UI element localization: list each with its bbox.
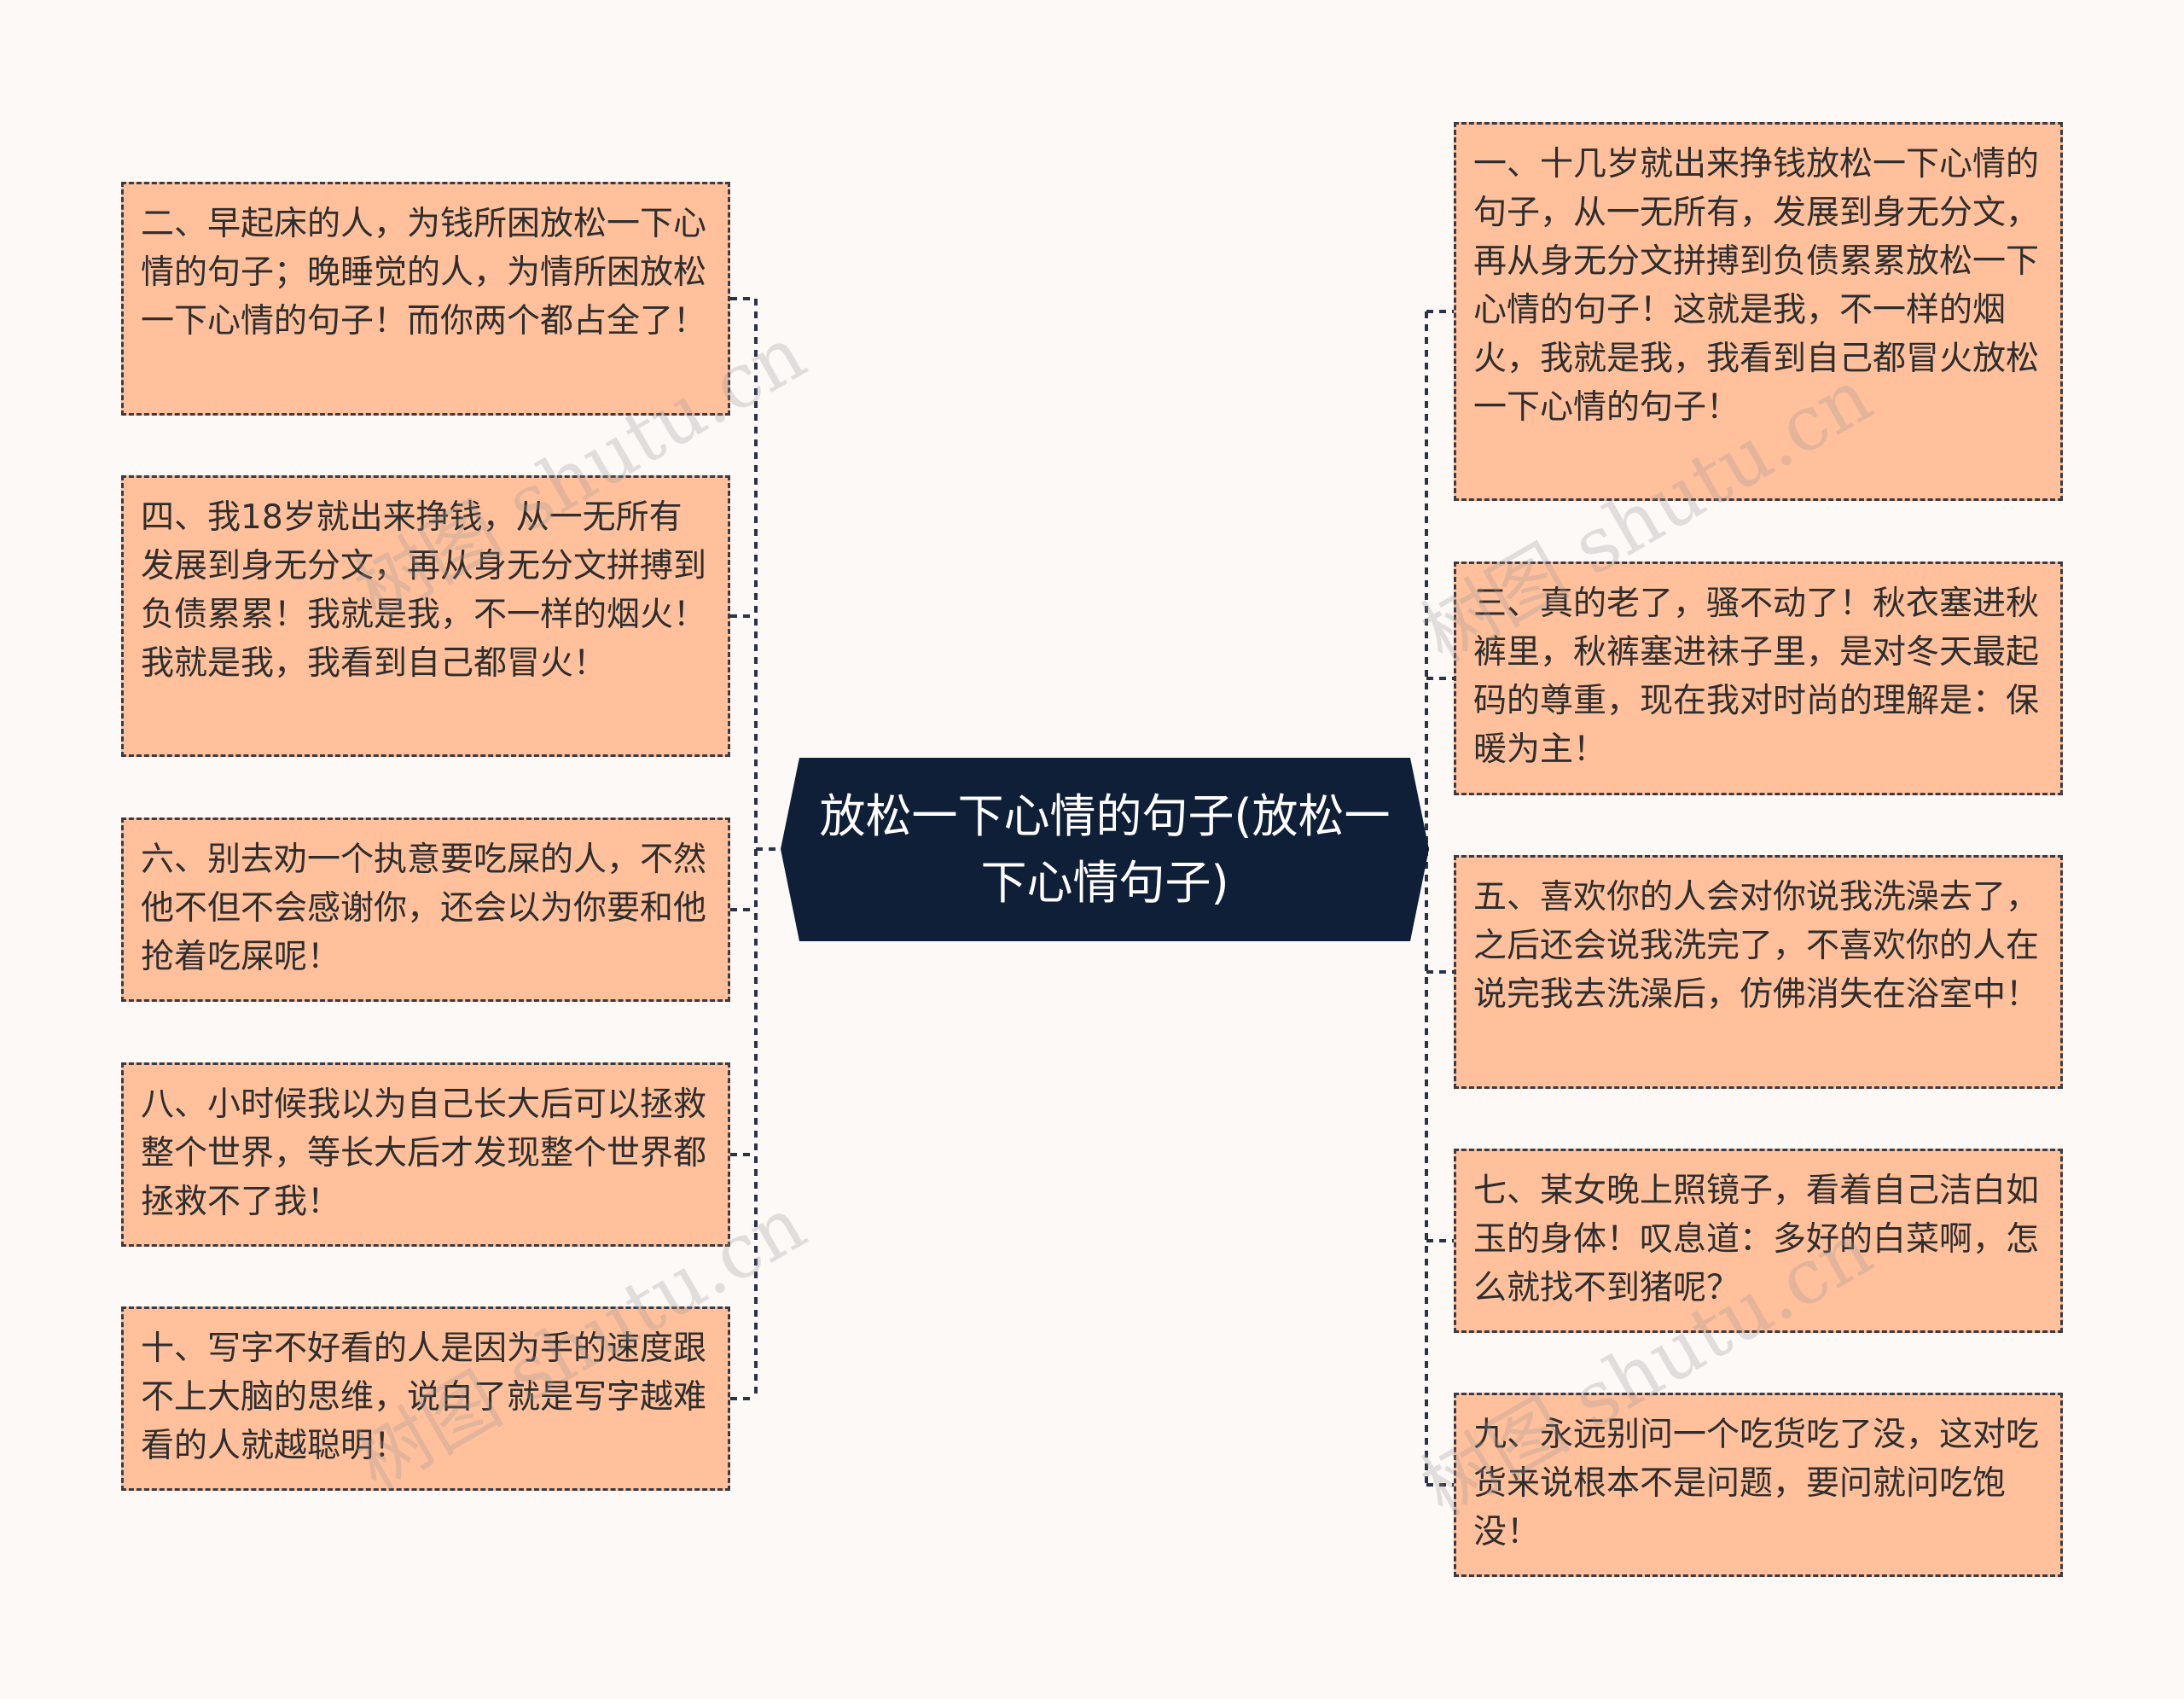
right-node-1[interactable]: 一、十几岁就出来挣钱放松一下心情的句子，从一无所有，发展到身无分文，再从身无分文… [1454,122,2063,501]
right-node-5[interactable]: 九、永远别问一个吃货吃了没，这对吃货来说根本不是问题，要问就问吃饱没！ [1454,1393,2063,1577]
node-text: 四、我18岁就出来挣钱，从一无所有发展到身无分文，再从身无分文拼搏到负债累累！我… [141,498,707,683]
right-node-3[interactable]: 五、喜欢你的人会对你说我洗澡去了，之后还会说我洗完了，不喜欢你的人在说完我去洗澡… [1454,855,2063,1089]
right-node-4[interactable]: 七、某女晚上照镜子，看着自己洁白如玉的身体！叹息道：多好的白菜啊，怎么就找不到猪… [1454,1149,2063,1333]
node-text: 九、永远别问一个吃货吃了没，这对吃货来说根本不是问题，要问就问吃饱没！ [1473,1416,2040,1551]
node-text: 一、十几岁就出来挣钱放松一下心情的句子，从一无所有，发展到身无分文，再从身无分文… [1473,145,2040,427]
right-node-2[interactable]: 三、真的老了，骚不动了！秋衣塞进秋裤里，秋裤塞进袜子里，是对冬天最起码的尊重，现… [1454,561,2063,795]
node-text: 七、某女晚上照镜子，看着自己洁白如玉的身体！叹息道：多好的白菜啊，怎么就找不到猪… [1473,1172,2040,1307]
node-text: 八、小时候我以为自己长大后可以拯救整个世界，等长大后才发现整个世界都拯救不了我！ [141,1085,707,1221]
node-text: 二、早起床的人，为钱所困放松一下心情的句子；晚睡觉的人，为情所困放松一下心情的句… [141,205,707,340]
node-text: 六、别去劝一个执意要吃屎的人，不然他不但不会感谢你，还会以为你要和他抢着吃屎呢！ [141,841,707,976]
root-node[interactable]: 放松一下心情的句子(放松一下心情句子) [781,758,1429,941]
root-title: 放松一下心情的句子(放松一下心情句子) [819,788,1391,910]
left-node-5[interactable]: 十、写字不好看的人是因为手的速度跟不上大脑的思维，说白了就是写字越难看的人就越聪… [121,1306,730,1491]
node-text: 十、写字不好看的人是因为手的速度跟不上大脑的思维，说白了就是写字越难看的人就越聪… [141,1330,707,1465]
left-node-2[interactable]: 四、我18岁就出来挣钱，从一无所有发展到身无分文，再从身无分文拼搏到负债累累！我… [121,475,730,757]
left-node-1[interactable]: 二、早起床的人，为钱所困放松一下心情的句子；晚睡觉的人，为情所困放松一下心情的句… [121,182,730,416]
root-hexagon-shape [781,758,1429,941]
left-node-3[interactable]: 六、别去劝一个执意要吃屎的人，不然他不但不会感谢你，还会以为你要和他抢着吃屎呢！ [121,817,730,1002]
node-text: 五、喜欢你的人会对你说我洗澡去了，之后还会说我洗完了，不喜欢你的人在说完我去洗澡… [1473,878,2040,1014]
node-text: 三、真的老了，骚不动了！秋衣塞进秋裤里，秋裤塞进袜子里，是对冬天最起码的尊重，现… [1473,585,2040,769]
left-node-4[interactable]: 八、小时候我以为自己长大后可以拯救整个世界，等长大后才发现整个世界都拯救不了我！ [121,1062,730,1247]
